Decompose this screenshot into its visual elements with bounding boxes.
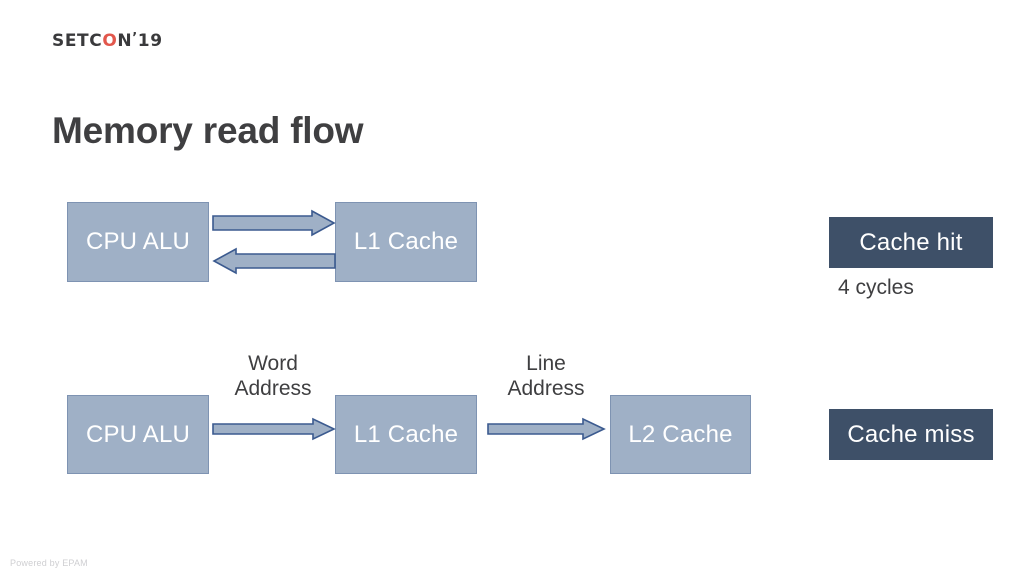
node-cpu-alu-row2: CPU ALU: [67, 395, 209, 474]
logo-o-mark: O: [102, 31, 118, 51]
footer-powered-by: Powered by EPAM: [10, 558, 88, 568]
setcon-logo: SETCON’19: [52, 31, 163, 51]
node-label: CPU ALU: [85, 420, 191, 448]
node-l2-cache-row2: L2 Cache: [610, 395, 751, 474]
logo-suffix: N: [117, 31, 133, 51]
logo-year: 19: [137, 31, 163, 51]
status-badge-cache-hit: Cache hit: [829, 217, 993, 268]
arrow-caption-word-address: Word Address: [212, 352, 334, 401]
node-label: L2 Cache: [628, 420, 733, 448]
arrow-caption-line-address: Line Address: [487, 352, 605, 401]
arrow-caption-line-1: Line: [526, 352, 566, 375]
arrow-right-l1-to-l2-row2: [487, 417, 606, 441]
arrow-caption-line-1: Word: [248, 352, 298, 375]
arrow-caption-line-2: Address: [234, 376, 312, 400]
node-cpu-alu-row1: CPU ALU: [67, 202, 209, 282]
arrow-right-cpu-to-l1-row2: [212, 417, 336, 441]
status-badge-label: Cache hit: [859, 228, 963, 256]
node-label: L1 Cache: [353, 420, 459, 448]
logo-apostrophe: ’: [132, 31, 138, 46]
cache-hit-cycles-note: 4 cycles: [838, 276, 914, 299]
status-badge-label: Cache miss: [847, 420, 975, 448]
node-label: L1 Cache: [353, 228, 459, 255]
status-badge-cache-miss: Cache miss: [829, 409, 993, 460]
arrow-right-cpu-to-l1-row1: [212, 209, 336, 237]
node-label: CPU ALU: [85, 228, 191, 255]
arrow-left-l1-to-cpu-row1: [212, 247, 336, 275]
node-l1-cache-row2: L1 Cache: [335, 395, 477, 474]
arrow-caption-line-2: Address: [507, 376, 585, 400]
page-title: Memory read flow: [52, 109, 364, 151]
logo-prefix: SETC: [52, 31, 103, 51]
node-l1-cache-row1: L1 Cache: [335, 202, 477, 282]
